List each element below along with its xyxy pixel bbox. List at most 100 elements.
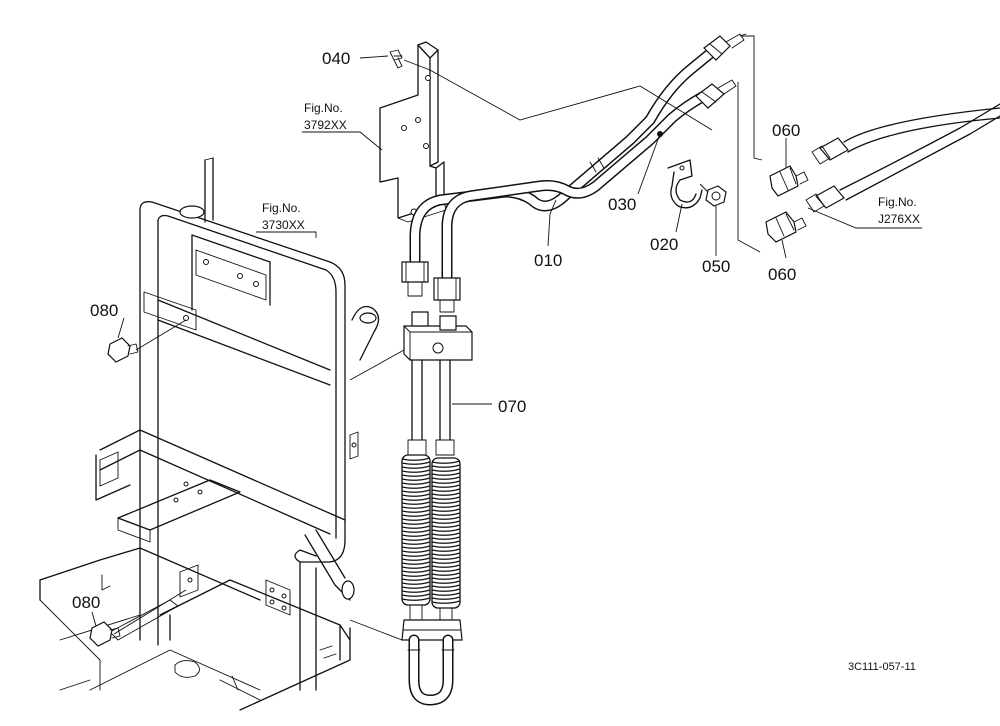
- coil-rib: [431, 528, 461, 532]
- bolt-080-lower: [89, 621, 121, 647]
- fig-ref-3730xx-label: Fig.No.: [262, 201, 301, 215]
- coil-rib: [431, 600, 461, 604]
- coil-rib: [431, 544, 461, 548]
- coil-rib: [431, 536, 461, 540]
- coil-rib: [401, 581, 431, 585]
- fig-ref-j276xx-number: J276XX: [878, 212, 920, 226]
- nut-050: [705, 185, 727, 207]
- callout-020: 020: [650, 235, 678, 254]
- adapter-guide-lines: [737, 35, 763, 253]
- coil-rib: [431, 552, 461, 556]
- coil-rib: [401, 537, 431, 541]
- coil-rib: [401, 461, 431, 465]
- coil-rib: [401, 533, 431, 537]
- coil-rib: [431, 540, 461, 544]
- callout-080-lower: 080: [72, 593, 100, 612]
- coil-rib: [401, 545, 431, 549]
- coil-rib: [401, 585, 431, 589]
- coil-rib: [431, 500, 461, 504]
- callout-060-lower: 060: [768, 265, 796, 284]
- cooler-assembly-070: [401, 311, 473, 706]
- fig-ref-3792xx-number: 3792XX: [304, 118, 347, 132]
- coil-rib: [401, 553, 431, 557]
- coil-rib: [431, 480, 461, 484]
- adapter-060-lower: [765, 211, 807, 243]
- coil-rib: [401, 469, 431, 473]
- drawing-number: 3C111-057-11: [848, 661, 916, 673]
- coil-rib: [401, 521, 431, 525]
- coil-rib: [431, 472, 461, 476]
- coil-rib: [401, 457, 431, 461]
- callout-050: 050: [702, 257, 730, 276]
- coil-rib: [431, 512, 461, 516]
- coil-rib: [431, 564, 461, 568]
- bolt-040: [389, 49, 403, 69]
- coil-rib: [431, 568, 461, 572]
- coil-rib: [431, 560, 461, 564]
- coil-rib: [401, 493, 431, 497]
- fig-ref-j276xx: Fig.No. J276XX: [878, 195, 920, 226]
- coil-rib: [431, 516, 461, 520]
- pipe-fittings-top: [695, 33, 747, 109]
- coil-rib: [401, 477, 431, 481]
- callout-030: 030: [608, 195, 636, 214]
- pipe-010: [409, 46, 718, 266]
- adapter-060-upper: [769, 165, 809, 197]
- coil-rib: [401, 557, 431, 561]
- coil-rib: [431, 520, 461, 524]
- fig-ref-3792xx-label: Fig.No.: [304, 101, 343, 115]
- coil-rib: [431, 476, 461, 480]
- callout-060-upper: 060: [772, 121, 800, 140]
- bolt-080-upper: [107, 337, 139, 363]
- coil-rib: [431, 484, 461, 488]
- coil-rib: [401, 505, 431, 509]
- hose-ends-j276: [805, 103, 1000, 213]
- coil-rib: [401, 573, 431, 577]
- figure-references: Fig.No. 3792XX Fig.No. 3730XX Fig.No. J2…: [262, 101, 920, 232]
- coil-rib: [431, 592, 461, 596]
- coil-rib: [431, 468, 461, 472]
- coil-rib: [431, 496, 461, 500]
- coil-rib: [401, 465, 431, 469]
- coil-rib: [401, 569, 431, 573]
- coil-rib: [401, 549, 431, 553]
- coil-rib: [401, 481, 431, 485]
- coil-rib: [401, 509, 431, 513]
- coil-rib: [401, 525, 431, 529]
- coil-rib: [401, 489, 431, 493]
- coil-rib: [401, 577, 431, 581]
- coil-rib: [431, 460, 461, 464]
- coil-right: [431, 457, 461, 609]
- coil-rib: [431, 504, 461, 508]
- coil-rib: [431, 576, 461, 580]
- coil-rib: [431, 584, 461, 588]
- callout-040: 040: [322, 49, 350, 68]
- coil-rib: [401, 501, 431, 505]
- coil-rib: [401, 473, 431, 477]
- assembly-lines: [113, 59, 713, 641]
- fig-ref-3730xx: Fig.No. 3730XX: [262, 201, 305, 232]
- coil-rib: [401, 497, 431, 501]
- coil-rib: [401, 517, 431, 521]
- coil-rib: [431, 524, 461, 528]
- coil-rib: [401, 589, 431, 593]
- coil-rib: [431, 556, 461, 560]
- callout-070: 070: [498, 397, 526, 416]
- coil-rib: [431, 488, 461, 492]
- bracket-plate: [379, 41, 447, 223]
- coil-rib: [431, 464, 461, 468]
- pipe-fittings-bottom: [401, 261, 461, 313]
- coil-rib: [431, 548, 461, 552]
- fig-ref-3792xx: Fig.No. 3792XX: [304, 101, 347, 132]
- coil-rib: [401, 513, 431, 517]
- callout-080-upper: 080: [90, 301, 118, 320]
- coil-rib: [431, 508, 461, 512]
- leader-lines: [91, 55, 922, 627]
- coil-left: [401, 454, 431, 606]
- coil-rib: [401, 565, 431, 569]
- fig-ref-j276xx-label: Fig.No.: [878, 195, 917, 209]
- callout-010: 010: [534, 251, 562, 270]
- coil-rib: [431, 572, 461, 576]
- clip-020: [667, 159, 703, 209]
